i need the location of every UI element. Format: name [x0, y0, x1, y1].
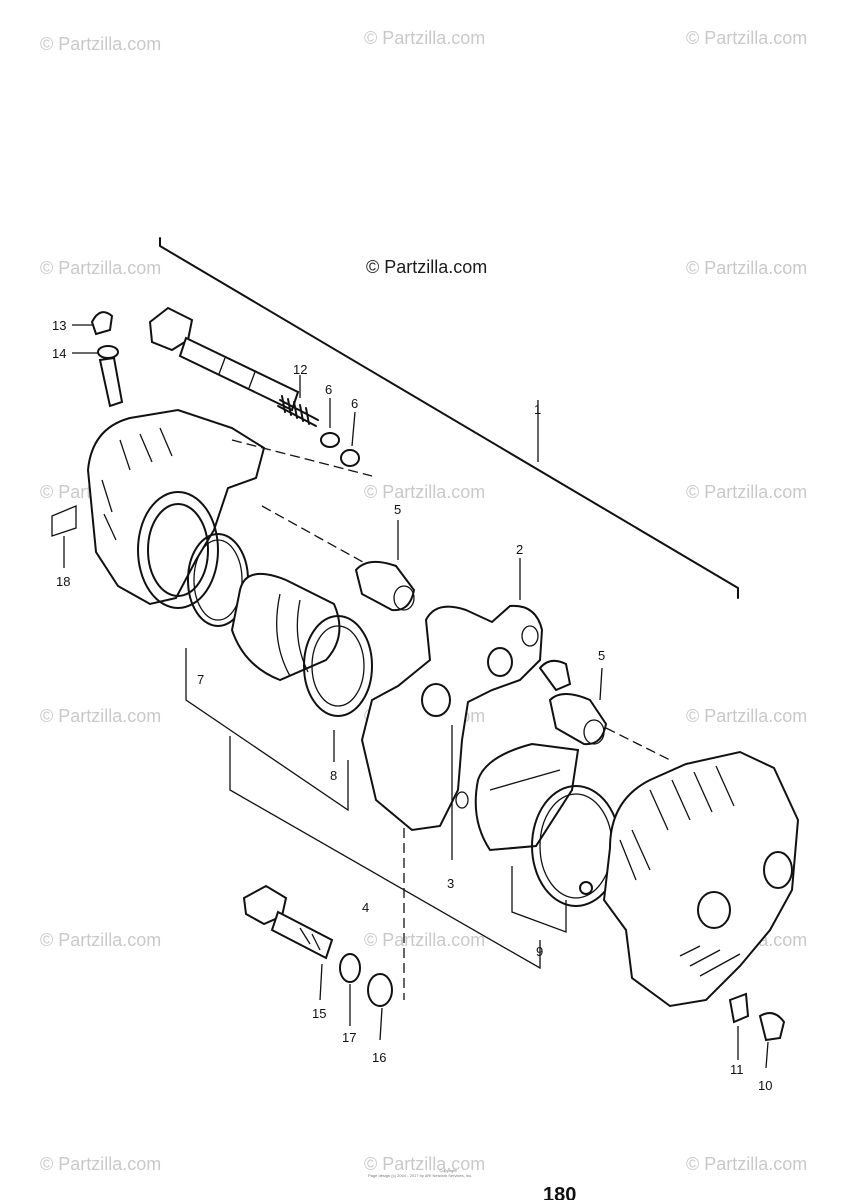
callout-6b[interactable]: 6 — [351, 396, 358, 411]
sleeve-5b — [548, 693, 608, 746]
main-watermark: © Partzilla.com — [366, 257, 488, 277]
sleeve-5 — [354, 560, 416, 612]
callout-12[interactable]: 12 — [293, 362, 307, 377]
caliper-bolt — [148, 306, 300, 412]
footer-copyright: Copyright Page design (c) 2004 - 2017 by… — [368, 1168, 528, 1178]
callout-10[interactable]: 10 — [758, 1078, 772, 1093]
watermark: © Partzilla.com — [686, 1154, 808, 1174]
callout-1[interactable]: 1 — [534, 402, 541, 417]
dash-right — [605, 727, 671, 761]
callout-11[interactable]: 11 — [730, 1062, 744, 1077]
bleeder-screw — [90, 311, 124, 408]
leader-10 — [765, 1041, 769, 1069]
watermark: © Partzilla.com — [364, 930, 486, 950]
o-ring-6a — [320, 432, 340, 448]
callout-4[interactable]: 4 — [362, 900, 369, 915]
spring-12 — [277, 395, 319, 427]
dash-bolt-path — [231, 439, 373, 477]
leader-6b — [351, 411, 356, 447]
watermark: © Partzilla.com — [686, 482, 808, 502]
callout-15[interactable]: 15 — [312, 1006, 326, 1021]
assembly-bracket-1 — [159, 237, 739, 599]
footer-line-2: Page design (c) 2004 - 2017 by ARI Netwo… — [368, 1173, 473, 1178]
watermark: © Partzilla.com — [686, 28, 808, 48]
footer-line-1: Copyright — [439, 1168, 457, 1173]
callout-8[interactable]: 8 — [330, 768, 337, 783]
callout-5b[interactable]: 5 — [598, 648, 605, 663]
bracket-7-8 — [185, 648, 349, 812]
leader-16 — [379, 1007, 383, 1041]
lock-washer-17 — [339, 953, 361, 983]
callout-3[interactable]: 3 — [447, 876, 454, 891]
watermark: © Partzilla.com — [686, 706, 808, 726]
leader-5b — [599, 667, 603, 701]
page-number: 180 — [543, 1184, 577, 1200]
watermark: © Partzilla.com — [40, 1154, 162, 1174]
callout-5a[interactable]: 5 — [394, 502, 401, 517]
callout-16[interactable]: 16 — [372, 1050, 386, 1065]
bracket-4 — [229, 736, 541, 970]
boot — [538, 659, 572, 692]
watermark: © Partzilla.com — [40, 34, 162, 54]
callout-17[interactable]: 17 — [342, 1030, 356, 1045]
dust-seal-8 — [303, 615, 373, 717]
caliper-mounting-bracket — [360, 604, 544, 832]
callout-2[interactable]: 2 — [516, 542, 523, 557]
bracket-9 — [511, 866, 567, 933]
washer-16 — [367, 973, 393, 1007]
piston — [230, 572, 341, 682]
watermark: © Partzilla.com — [40, 706, 162, 726]
dash-pin-path — [261, 505, 371, 567]
watermark: © Partzilla.com — [40, 258, 162, 278]
watermark: © Partzilla.com — [364, 482, 486, 502]
mounting-bolt-15 — [242, 884, 334, 960]
watermark: © Partzilla.com — [364, 28, 486, 48]
brake-pad-a — [474, 742, 580, 852]
caliper-body-left — [51, 408, 266, 609]
callout-9[interactable]: 9 — [536, 944, 543, 959]
watermark: © Partzilla.com — [364, 1154, 486, 1174]
plug-10-11 — [728, 992, 786, 1042]
o-ring-6b — [340, 449, 360, 467]
caliper-body-right — [602, 750, 800, 1008]
watermark: © Partzilla.com — [686, 258, 808, 278]
watermark: © Partzilla.com — [40, 930, 162, 950]
callout-13[interactable]: 13 — [52, 318, 66, 333]
leader-15 — [319, 963, 323, 1001]
callout-7[interactable]: 7 — [197, 672, 204, 687]
callout-14[interactable]: 14 — [52, 346, 66, 361]
callout-18[interactable]: 18 — [56, 574, 70, 589]
callout-6a[interactable]: 6 — [325, 382, 332, 397]
